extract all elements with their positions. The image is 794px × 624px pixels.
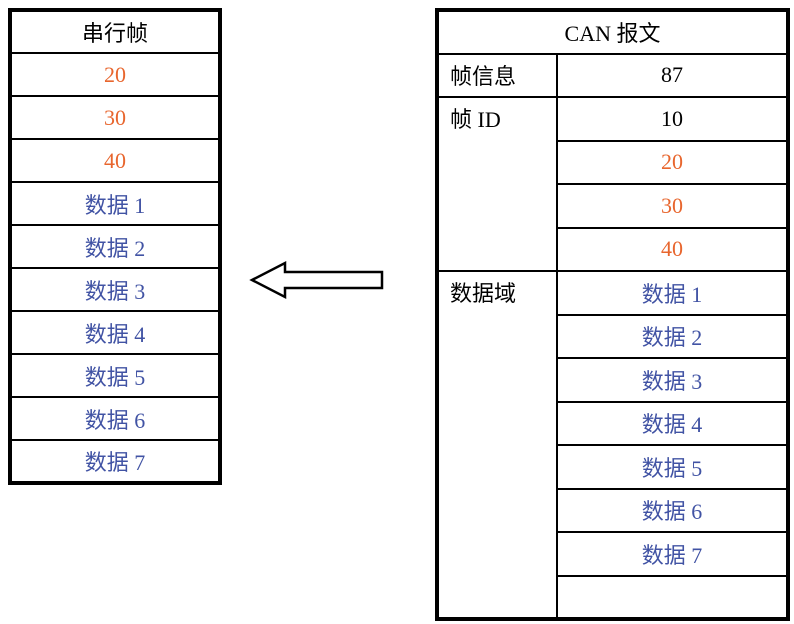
- table-row: 20: [437, 139, 790, 185]
- table-row: 串行帧: [9, 9, 221, 54]
- frame-info-label: 帧信息: [436, 52, 558, 98]
- serial-cell: 数据 3: [9, 267, 221, 312]
- frame-info-value: 87: [555, 52, 790, 98]
- table-row: 数据 7: [9, 439, 221, 484]
- serial-cell: 数据 1: [9, 181, 221, 226]
- table-row: [437, 574, 790, 620]
- table-row: CAN 报文: [435, 9, 790, 55]
- frame-id-value: 20: [555, 139, 790, 185]
- table-row: 帧信息 87: [436, 52, 790, 98]
- can-message-title: CAN 报文: [435, 9, 790, 55]
- table-row: 数据 6: [437, 487, 790, 533]
- serial-cell: 40: [9, 138, 221, 183]
- data-field-value: 数据 5: [555, 444, 790, 490]
- table-row: 数据 1: [9, 181, 221, 226]
- frame-id-value: 10: [555, 96, 790, 142]
- data-field-value: 数据 3: [555, 357, 790, 403]
- table-row: 数据 5: [437, 444, 790, 490]
- table-row: 数据 3: [9, 267, 221, 312]
- serial-cell: 数据 4: [9, 310, 221, 355]
- serial-cell: 数据 5: [9, 353, 221, 398]
- table-row: 数据 2: [437, 313, 790, 359]
- left-block-arrow-icon: [248, 256, 388, 304]
- table-row: 数据 7: [437, 531, 790, 577]
- serial-frame-table: 串行帧 20 30 40 数据 1 数据 2 数据 3 数据 4: [8, 8, 222, 485]
- data-field-value: 数据 6: [555, 487, 790, 533]
- data-field-value: 数据 7: [555, 531, 790, 577]
- table-row: 数据 3: [437, 357, 790, 403]
- frame-id-value: 30: [555, 183, 790, 229]
- data-field-value: 数据 1: [555, 270, 790, 316]
- frame-id-value: 40: [555, 226, 790, 272]
- table-row: 数据 4: [437, 400, 790, 446]
- data-field-value: 数据 2: [555, 313, 790, 359]
- serial-cell: 数据 7: [9, 439, 221, 484]
- serial-frame-title: 串行帧: [9, 9, 221, 54]
- serial-cell: 数据 2: [9, 224, 221, 269]
- serial-cell: 20: [9, 52, 221, 97]
- table-row: 20: [9, 52, 221, 97]
- frame-id-label: 帧 ID: [436, 96, 558, 272]
- table-row: 40: [9, 138, 221, 183]
- table-row: 帧 ID 10: [436, 96, 790, 272]
- can-message-table: CAN 报文 帧信息 87 帧 ID 10 20 30 40 数据域 数据 1: [435, 8, 791, 621]
- table-row: 40: [437, 226, 790, 272]
- table-row: 30: [437, 183, 790, 229]
- data-field-value: 数据 4: [555, 400, 790, 446]
- data-field-label: 数据域: [436, 270, 558, 620]
- table-row: 数据 2: [9, 224, 221, 269]
- table-row: 数据域 数据 1: [436, 270, 790, 620]
- data-field-empty-cell: [555, 574, 790, 620]
- table-row: 30: [9, 95, 221, 140]
- serial-cell: 30: [9, 95, 221, 140]
- table-row: 数据 4: [9, 310, 221, 355]
- serial-cell: 数据 6: [9, 396, 221, 441]
- table-row: 数据 5: [9, 353, 221, 398]
- table-row: 数据 6: [9, 396, 221, 441]
